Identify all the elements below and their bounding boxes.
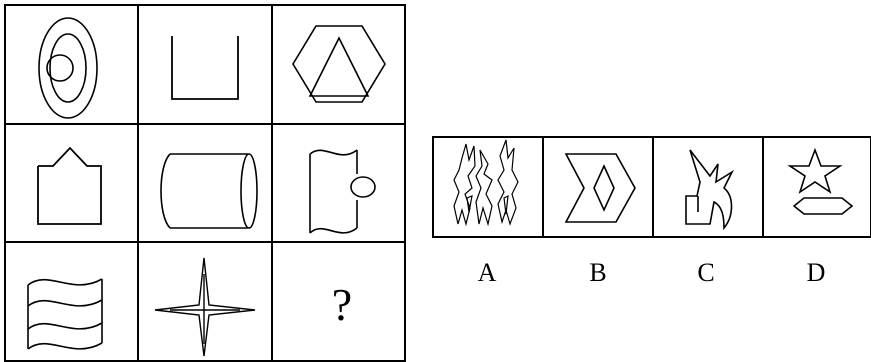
cylinder-icon bbox=[160, 153, 258, 229]
wavy-page-with-circle-icon bbox=[309, 149, 376, 234]
ellipse-with-inner-ellipse-and-circle-icon bbox=[38, 17, 98, 119]
spiky-crescent-icon bbox=[685, 149, 734, 231]
grid-border bbox=[4, 4, 406, 362]
four-point-star-icon bbox=[154, 257, 256, 357]
puzzle-grid bbox=[4, 4, 406, 362]
hexagon-with-triangle-icon bbox=[292, 25, 386, 103]
options-strip bbox=[432, 136, 871, 238]
star-over-hexagon-icon bbox=[787, 147, 854, 215]
option-label-c: C bbox=[697, 258, 715, 287]
jagged-flame-cluster-icon bbox=[453, 139, 519, 227]
question-mark: ? bbox=[331, 279, 353, 330]
wavy-flag-icon bbox=[27, 278, 103, 350]
option-label-b: B bbox=[589, 258, 607, 287]
option-label-a: A bbox=[477, 258, 497, 287]
house-pentagon-notch-icon bbox=[37, 146, 102, 225]
option-label-d: D bbox=[806, 258, 826, 287]
chevron-with-diamond-icon bbox=[564, 153, 636, 223]
open-square-cup-icon bbox=[171, 36, 239, 100]
